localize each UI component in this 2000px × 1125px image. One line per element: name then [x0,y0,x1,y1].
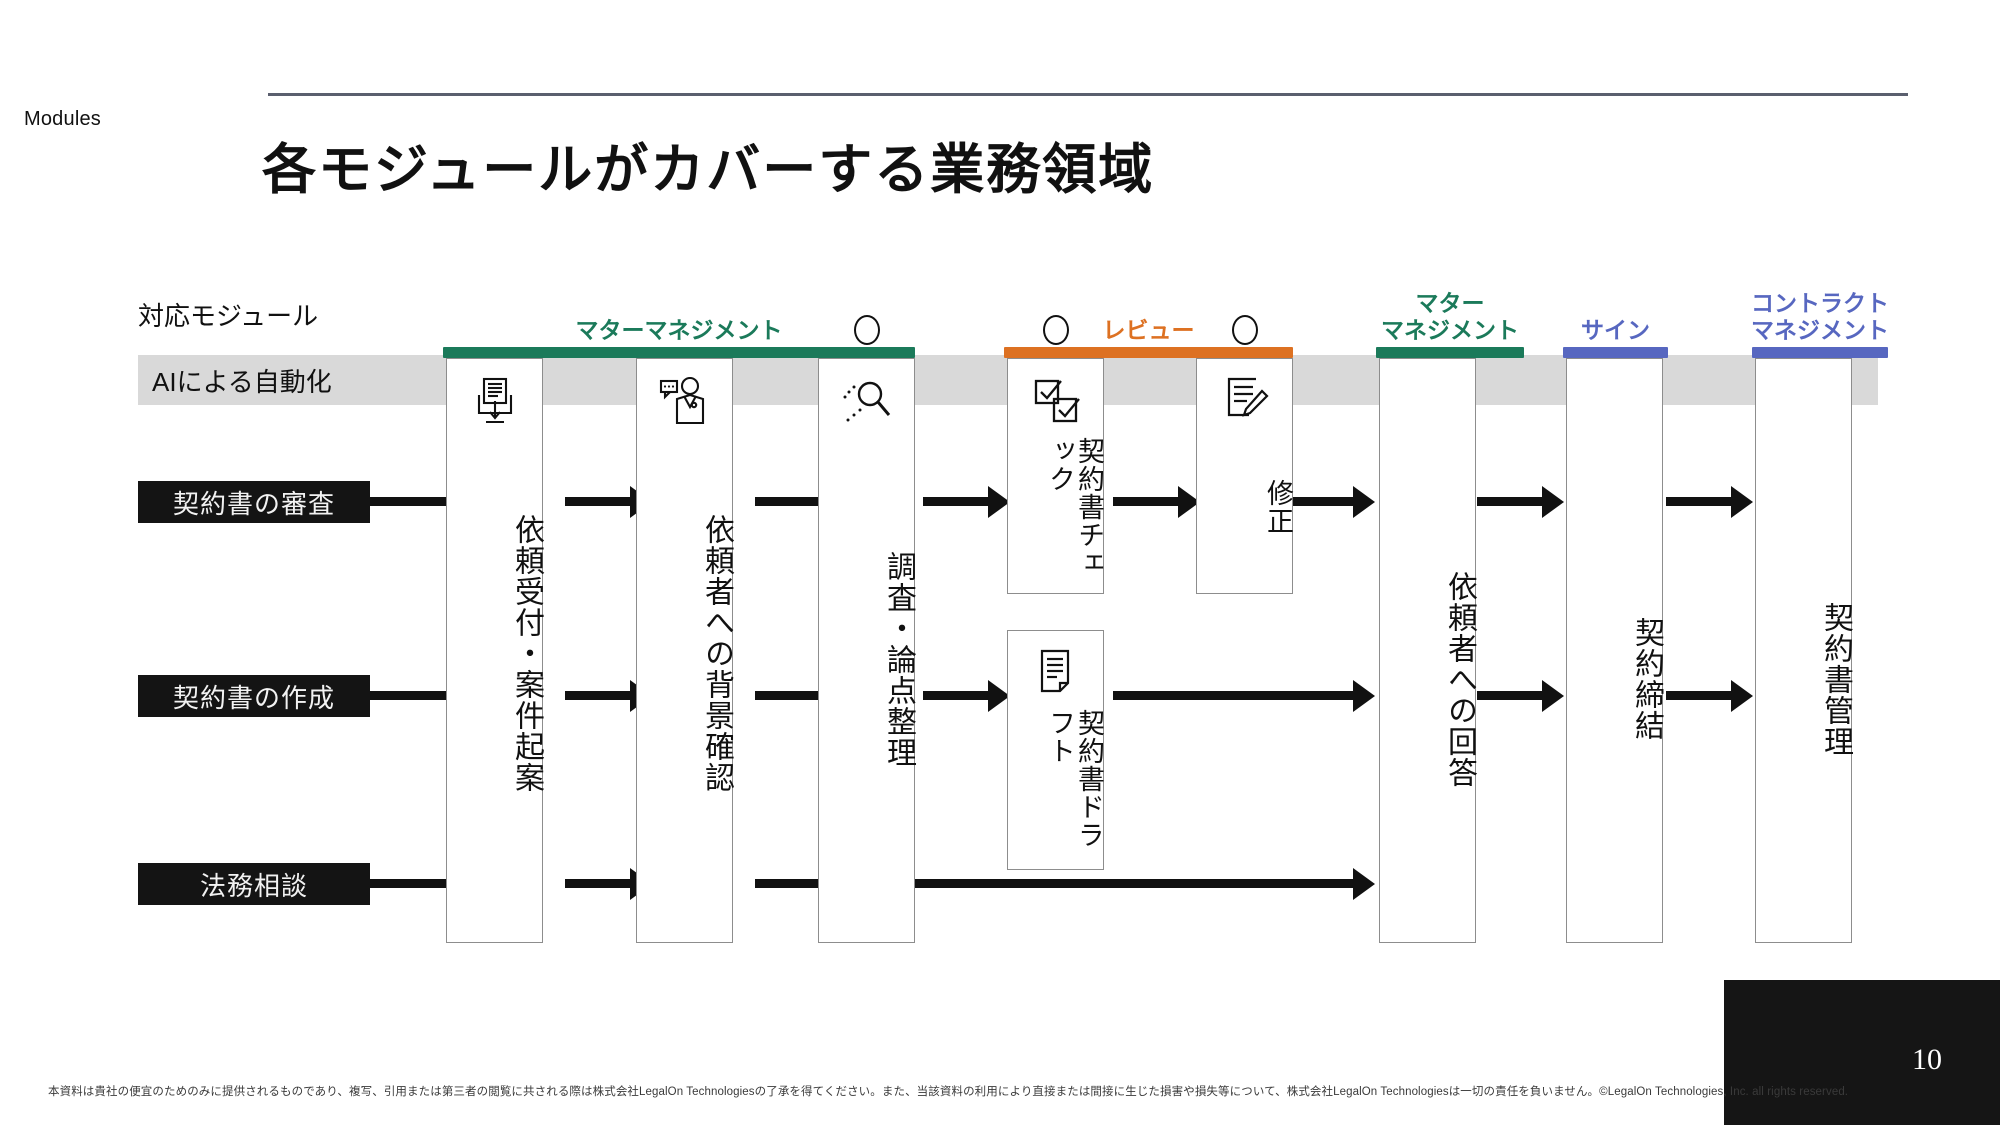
arrow-row1-f [1477,497,1543,506]
module-contract-management[interactable]: コントラクト マネジメント [1751,248,1889,358]
arrow-row3-b [755,879,821,888]
title-rule [268,93,1908,96]
stage-label: 修正 [1263,479,1293,535]
row-badge-contract-drafting[interactable]: 契約書の作成 [138,675,370,717]
arrow-row2-c [923,691,989,700]
arrow-row3-c [905,879,1354,888]
document-edit-icon [1217,373,1273,429]
stage-label: 調査・論点整理 [882,550,915,768]
module-review[interactable]: レビュー [1004,258,1293,358]
module-color-bar [1563,347,1668,358]
document-download-icon [467,373,523,429]
stage-label: 契約締結 [1630,617,1663,741]
page-title: 各モジュールがカバーする業務領域 [262,140,1155,200]
module-matter-management-left[interactable]: マターマネジメント [443,258,915,358]
module-label-line2: マネジメント [1751,316,1889,343]
ai-automation-circle-icon [853,315,880,345]
arrow-row1-c [923,497,989,506]
arrow-row2-a [565,691,631,700]
module-matter-management-right[interactable]: マター マネジメント [1376,248,1524,358]
module-sign[interactable]: サイン [1563,258,1668,358]
arrow-row2-d [1113,691,1354,700]
stage-label: 依頼受付・案件起案 [510,513,543,793]
connector-row1-start [368,497,468,506]
row-badge-label: 契約書の作成 [172,682,335,713]
stage-reply-to-requester[interactable]: 依頼者への回答 [1379,358,1476,943]
stage-label: 依頼者への背景確認 [700,513,733,793]
arrow-row1-e [1288,497,1354,506]
stage-contract-draft[interactable]: 契約書ドラフト [1007,630,1104,870]
arrow-row1-b [755,497,821,506]
connector-row3-start [368,879,468,888]
connector-row2-start [368,691,468,700]
module-label: レビュー [1102,316,1195,343]
document-page-icon [1028,645,1084,701]
stage-background-check[interactable]: 依頼者への背景確認 [636,358,733,943]
module-label-line2: マネジメント [1381,316,1519,343]
stage-contract-conclusion[interactable]: 契約締結 [1566,358,1663,943]
person-chat-icon [657,373,713,429]
magnifier-search-icon [839,373,895,429]
row-badge-contract-review[interactable]: 契約書の審査 [138,481,370,523]
footer-disclaimer: 本資料は貴社の便宜のためのみに提供されるものであり、複写、引用または第三者の閲覧… [48,1086,1849,1098]
stage-label: 契約書管理 [1819,601,1852,757]
arrow-row1-a [565,497,631,506]
arrow-row2-e [1477,691,1543,700]
module-label: サイン [1581,316,1650,343]
module-label: マターマネジメント [575,316,783,343]
page-number-block [1724,980,2000,1125]
stage-research[interactable]: 調査・論点整理 [818,315,915,943]
row-badge-label: 法務相談 [199,870,308,901]
stage-label: 契約書チェック [1044,437,1104,577]
module-label: マター マネジメント [1381,290,1519,344]
arrow-row1-d [1113,497,1179,506]
ai-automation-label: AIによる自動化 [152,366,332,397]
ai-automation-circle-icon [1042,315,1069,345]
checklist-icon [1028,373,1084,429]
page-number: 10 [1912,1043,1942,1076]
module-color-bar [1376,347,1524,358]
stage-intake[interactable]: 依頼受付・案件起案 [446,358,543,943]
module-row-label: 対応モジュール [138,301,319,331]
module-color-bar [443,347,915,358]
module-label-line1: コントラクト [1751,289,1889,316]
stage-label: 依頼者への回答 [1443,570,1476,788]
stage-revision[interactable]: 修正 [1196,315,1293,594]
stage-contract-management[interactable]: 契約書管理 [1755,358,1852,943]
module-label-line1: マター [1415,289,1485,316]
eyebrow-label: Modules [24,108,101,130]
arrow-row2-f [1666,691,1732,700]
arrow-row2-b [755,691,821,700]
arrow-row1-g [1666,497,1732,506]
row-badge-legal-consultation[interactable]: 法務相談 [138,863,370,905]
ai-automation-circle-icon [1231,315,1258,345]
module-label: コントラクト マネジメント [1751,290,1889,344]
module-color-bar [1004,347,1293,358]
stage-contract-check[interactable]: 契約書チェック [1007,315,1104,594]
stage-label: 契約書ドラフト [1044,709,1104,849]
arrow-row3-a [565,879,631,888]
row-badge-label: 契約書の審査 [172,488,335,519]
module-color-bar [1752,347,1888,358]
